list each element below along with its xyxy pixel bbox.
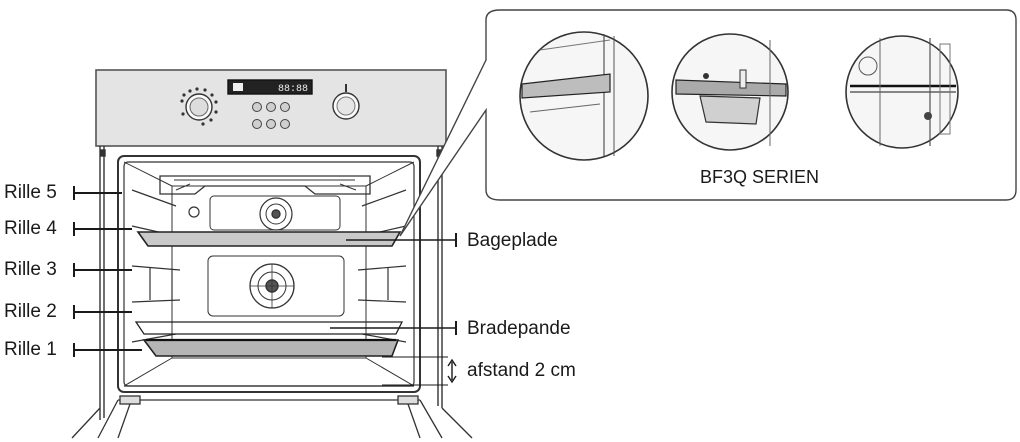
temperature-knob (180, 87, 218, 126)
rack-label-5: Rille 5 (4, 182, 57, 203)
rack-label-2: Rille 2 (4, 301, 57, 322)
baking-tray (136, 231, 402, 247)
detail-view-2 (671, 33, 789, 151)
grill-element (159, 175, 371, 195)
distance-label: afstand 2 cm (467, 360, 576, 381)
rack-label-3: Rille 3 (4, 259, 57, 280)
lower-fan (207, 255, 345, 317)
right-rack-rails (357, 189, 407, 343)
roasting-pan-label: Bradepande (467, 318, 571, 339)
display-readout: 88:88 (278, 84, 308, 95)
callout-pointers (330, 233, 457, 386)
rack-pointers (73, 186, 142, 357)
wire-rack (134, 321, 404, 335)
left-rack-rails (131, 189, 181, 343)
detail-callout (399, 9, 1017, 237)
rack-label-4: Rille 4 (4, 218, 57, 239)
control-buttons (252, 102, 290, 129)
baking-tray-label: Bageplade (467, 230, 558, 251)
display-screen (227, 79, 313, 95)
rack-label-1: Rille 1 (4, 339, 57, 360)
detail-view-3 (845, 35, 959, 149)
function-knob (332, 84, 360, 120)
detail-caption: BF3Q SERIEN (700, 167, 820, 187)
detail-view-1 (519, 31, 649, 161)
oven: 88:88 (71, 69, 473, 439)
oven-cavity-frame (117, 155, 421, 393)
upper-fan (188, 195, 341, 231)
roasting-pan (142, 339, 400, 357)
oven-door (71, 395, 473, 439)
